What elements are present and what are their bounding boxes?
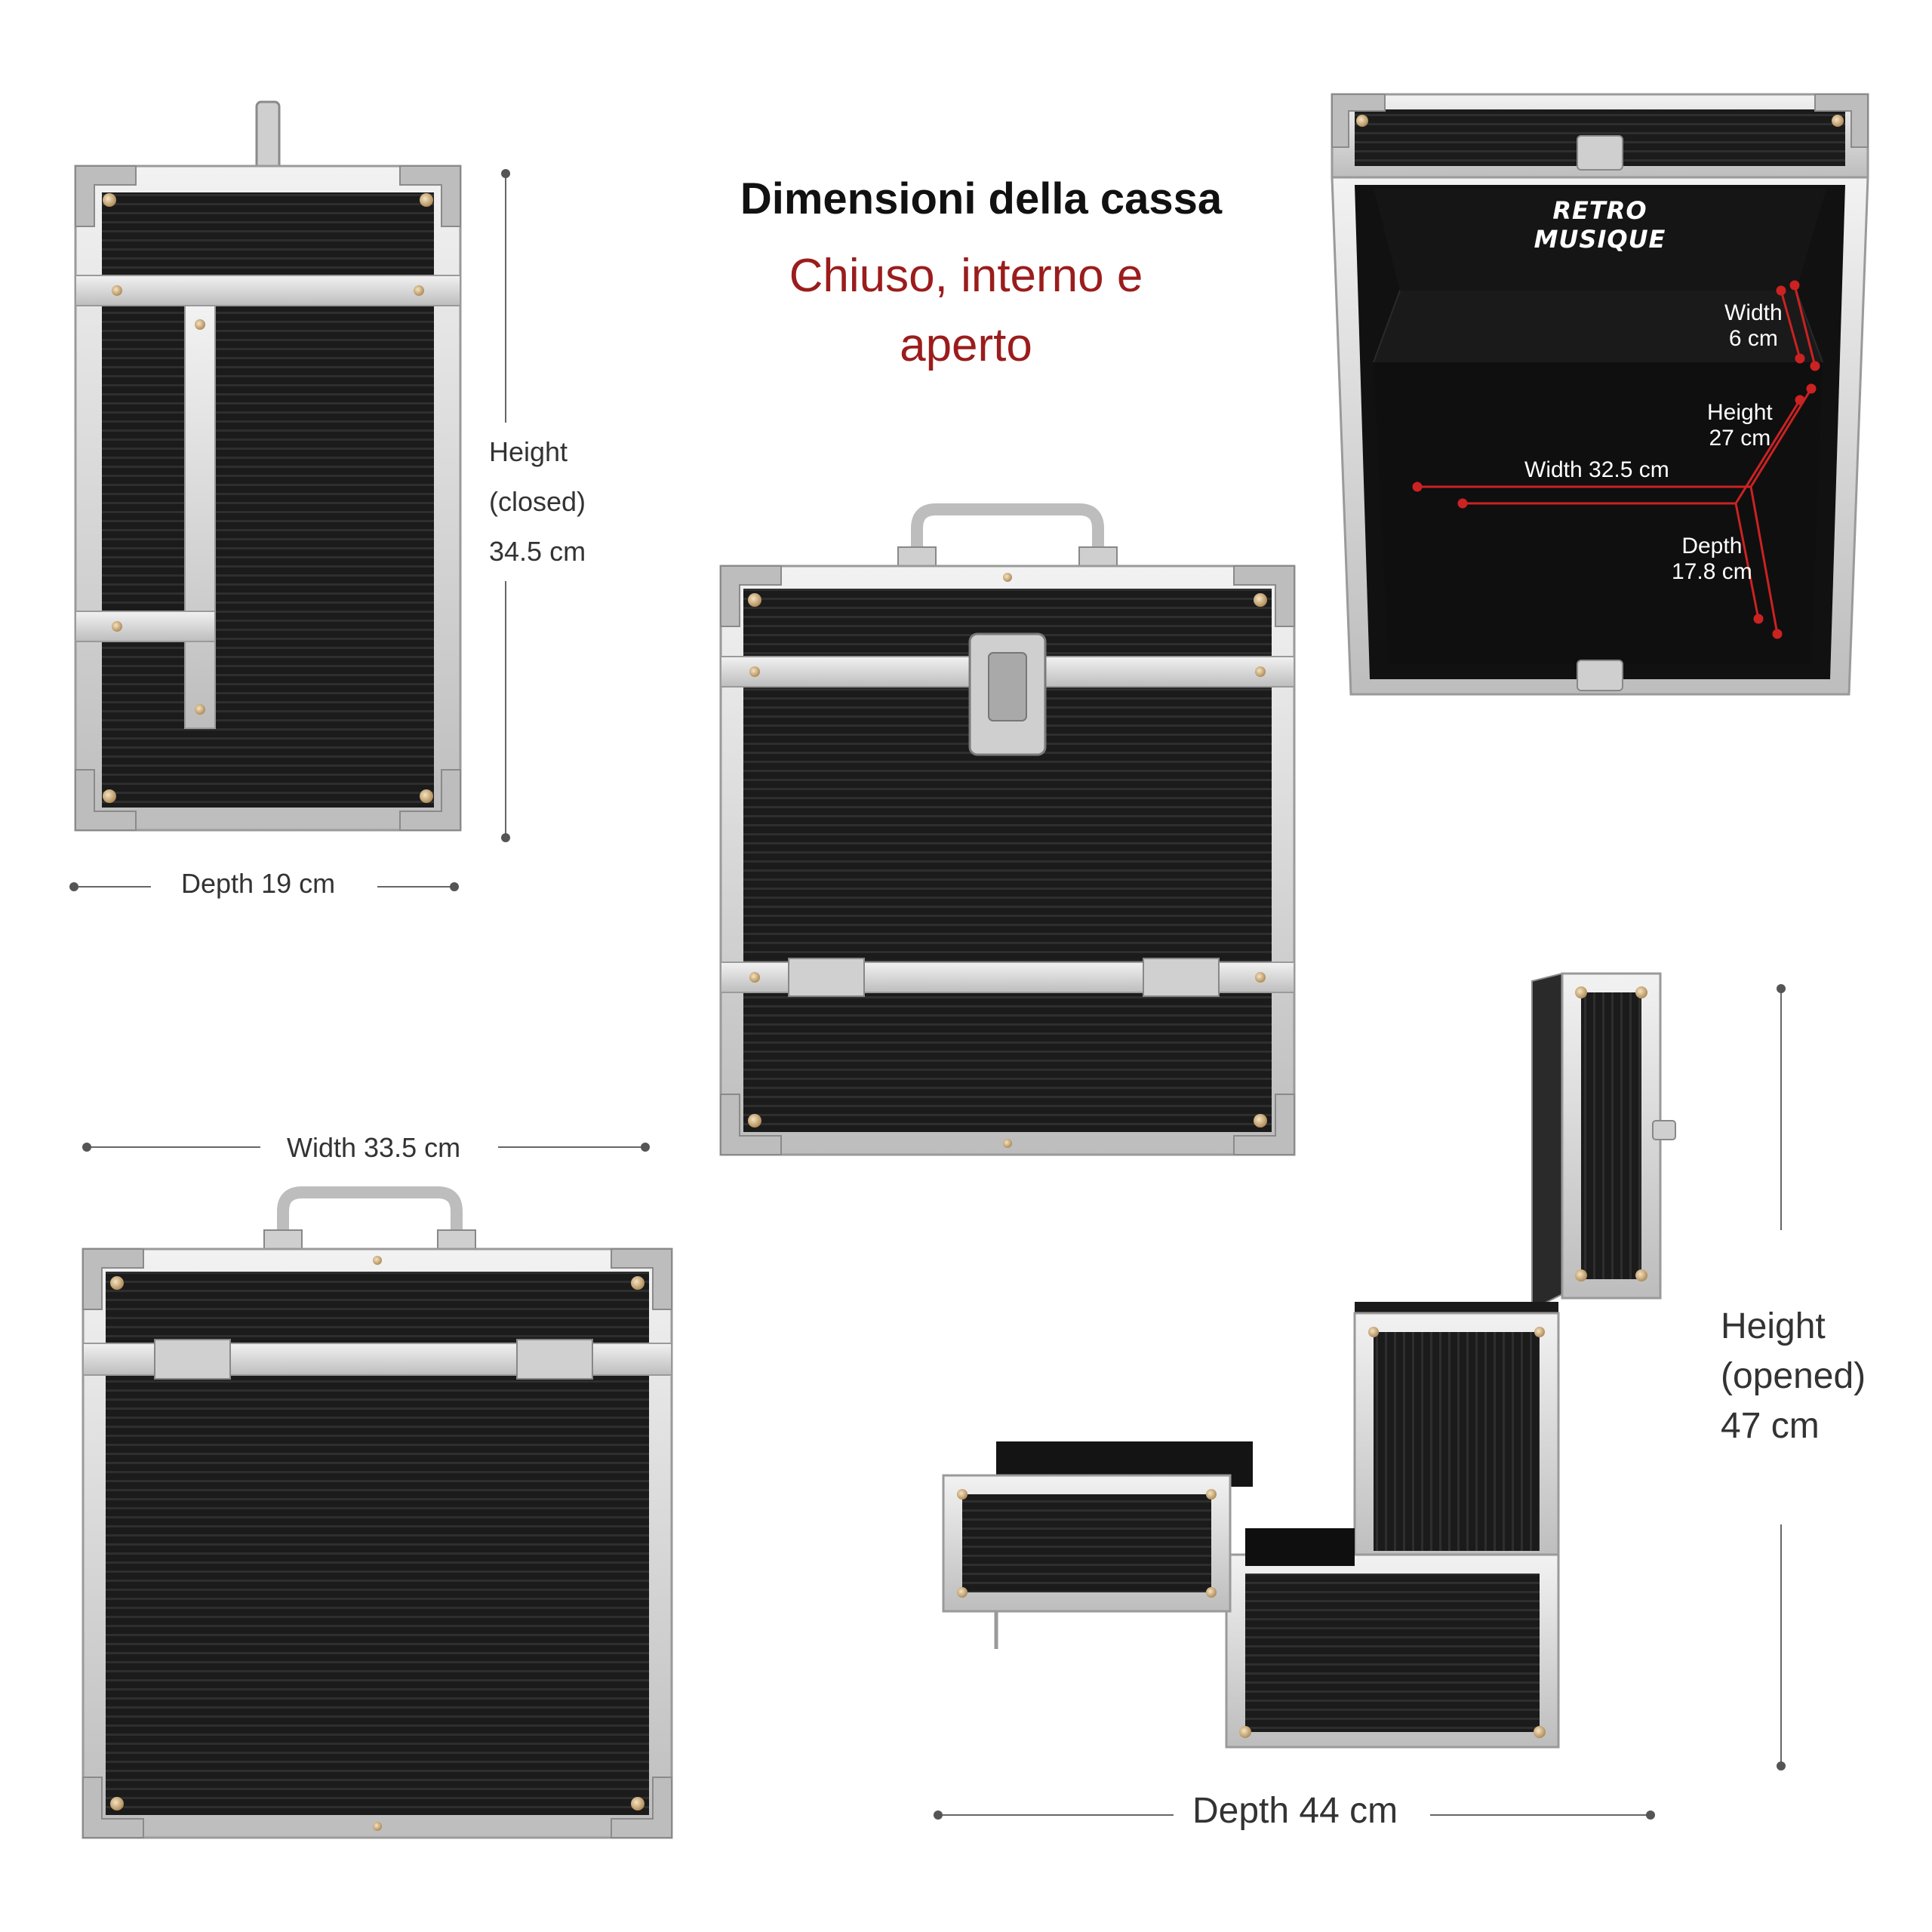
closed-back-case-image [82,1186,673,1839]
page-title: Dimensioni della cassa [740,174,1223,223]
opened-height-label: Height (opened) 47 cm [1721,1306,1866,1446]
interior-lid-width-label: Width 6 cm [1724,300,1783,351]
brand-logo: RETRO MUSIQUE [1534,196,1666,254]
opened-height-dimension-line [1777,984,1786,1770]
page-subtitle: Chiuso, interno e aperto [740,242,1192,380]
closed-front-case-image [719,503,1296,1156]
subtitle-line-1: Chiuso, interno e [789,250,1143,302]
closed-height-label: Height (closed) 34.5 cm [489,423,586,581]
interior-case-image [1331,93,1869,696]
interior-depth-label: Depth 17.8 cm [1672,534,1752,584]
closed-side-case-image [74,100,462,832]
closed-depth-label: Depth 19 cm [181,868,336,899]
interior-height-label: Height 27 cm [1707,400,1773,451]
interior-width-label: Width 32.5 cm [1524,457,1669,482]
closed-width-dimension-line [82,1143,650,1152]
closed-depth-dimension-line [69,882,459,891]
opened-case-image [942,972,1676,1749]
closed-width-label: Width 33.5 cm [287,1132,461,1163]
subtitle-line-2: aperto [900,319,1032,371]
opened-depth-dimension-line [934,1810,1655,1820]
opened-depth-label: Depth 44 cm [1192,1791,1398,1831]
